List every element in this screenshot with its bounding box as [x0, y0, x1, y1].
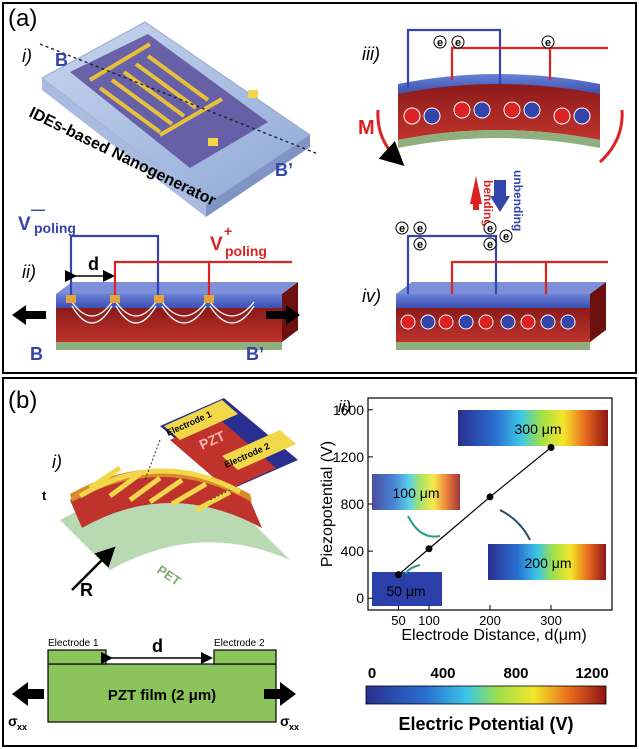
x-tick-label: 100 [418, 613, 440, 628]
data-point [425, 545, 433, 553]
cs-electrode2: Electrode 2 [214, 638, 265, 649]
pointer-100 [407, 515, 441, 538]
panel-b-label: (b) [8, 387, 37, 414]
ide-electrodes [88, 42, 224, 137]
cut-line [39, 43, 319, 155]
y-tick-label: 800 [341, 496, 365, 512]
colorbar [365, 685, 607, 705]
pointer-50 [405, 564, 421, 575]
cs-sigma-right-sub: xx [289, 722, 299, 732]
y-tick-label: 1200 [333, 449, 364, 465]
device-illustration [39, 21, 319, 217]
b-sub-ii-label: ii) [338, 397, 351, 416]
pzt-cross-section [12, 649, 296, 723]
b-prime-label-bottom: B’ [246, 344, 264, 364]
y-tick-label: 1600 [333, 402, 364, 418]
x-tick-label: 300 [540, 613, 562, 628]
colorbar-tick-800: 800 [503, 665, 528, 682]
data-point [486, 493, 494, 501]
cs-sigma-left-sub: xx [17, 722, 27, 732]
electron-markers: e e e e e e e e e [395, 35, 555, 251]
cs-sigma-left: σ [8, 713, 18, 729]
data-point [547, 443, 555, 451]
bending-label: bending [481, 180, 495, 227]
map-label-300: 300 μm [515, 421, 562, 437]
arrow-right [266, 305, 300, 325]
x-tick-label: 200 [479, 613, 501, 628]
map-300 [458, 410, 608, 446]
b-label-top: B [55, 50, 68, 70]
unbending-cross-section [396, 234, 608, 350]
y-tick-label: 400 [341, 543, 365, 559]
x-tick-label: 50 [391, 613, 405, 628]
svg-text:e: e [437, 37, 443, 49]
r-label: R [80, 580, 93, 600]
colorbar-tick-1200: 1200 [575, 665, 608, 682]
pointer-200 [499, 509, 531, 541]
t-label: t [42, 488, 47, 503]
flexible-device [60, 439, 290, 591]
colorbar-title: Electric Potential (V) [398, 714, 573, 734]
x-axis-label: Electrode Distance, d(μm) [401, 627, 586, 644]
v-poling-pos-sup: + [224, 223, 232, 239]
svg-text:e: e [455, 37, 461, 49]
pet-label: PET [154, 562, 183, 589]
chart-layer: 0 400 800 1200 1600 50 100 200 300 [333, 402, 562, 628]
svg-text:e: e [487, 223, 493, 235]
svg-text:e: e [487, 239, 493, 251]
panel-a-border [2, 2, 637, 374]
map-200 [488, 544, 606, 580]
sub-i-label: i) [22, 46, 32, 66]
cs-d-label: d [152, 636, 163, 656]
map-100 [372, 474, 460, 510]
b-prime-label-top: B’ [275, 160, 293, 180]
map-50 [372, 572, 442, 606]
v-poling-pos-sub: poling [225, 243, 267, 259]
svg-text:e: e [399, 223, 405, 235]
b-sub-i-label: i) [52, 452, 62, 472]
colorbar-tick-400: 400 [430, 665, 455, 682]
cs-film-label: PZT film (2 μm) [108, 687, 216, 704]
colorbar-tick-0: 0 [368, 665, 376, 682]
map-label-200: 200 μm [525, 555, 572, 571]
series-line [398, 447, 552, 576]
v-poling-neg-sub: poling [34, 220, 76, 236]
data-point [395, 571, 402, 579]
svg-text:e: e [503, 231, 509, 243]
cs-electrode1: Electrode 1 [48, 638, 99, 649]
panel-a-label: (a) [8, 5, 37, 32]
contact-pad-bottom [208, 138, 218, 146]
v-poling-pos: V [210, 234, 223, 255]
sub-iii-label: iii) [362, 44, 380, 64]
v-poling-neg: V [18, 214, 31, 235]
y-tick-label: 0 [356, 590, 364, 606]
sub-ii-label: ii) [22, 262, 36, 282]
colorbar-ticks: 0 400 800 1200 [368, 665, 609, 682]
poling-cross-section [12, 234, 300, 350]
svg-text:e: e [417, 239, 423, 251]
y-axis-label: Piezopotential (V) [319, 441, 336, 567]
bending-illustration [376, 28, 624, 212]
arrow-left [12, 305, 46, 325]
v-poling-neg-sup: — [31, 201, 45, 217]
map-label-50: 50 μm [386, 583, 425, 599]
map-label-100: 100 μm [393, 485, 440, 501]
svg-text:e: e [417, 223, 423, 235]
cs-sigma-right: σ [280, 713, 290, 729]
m-label: M [358, 117, 375, 139]
b-label-bottom: B [30, 344, 43, 364]
svg-text:e: e [545, 37, 551, 49]
d-label-top: d [88, 254, 99, 274]
unbending-label: unbending [511, 170, 525, 231]
contact-pad-top [248, 90, 258, 98]
electrode-inset [160, 398, 298, 490]
sub-iv-label: iv) [362, 286, 381, 306]
panel-b-border [2, 377, 637, 747]
